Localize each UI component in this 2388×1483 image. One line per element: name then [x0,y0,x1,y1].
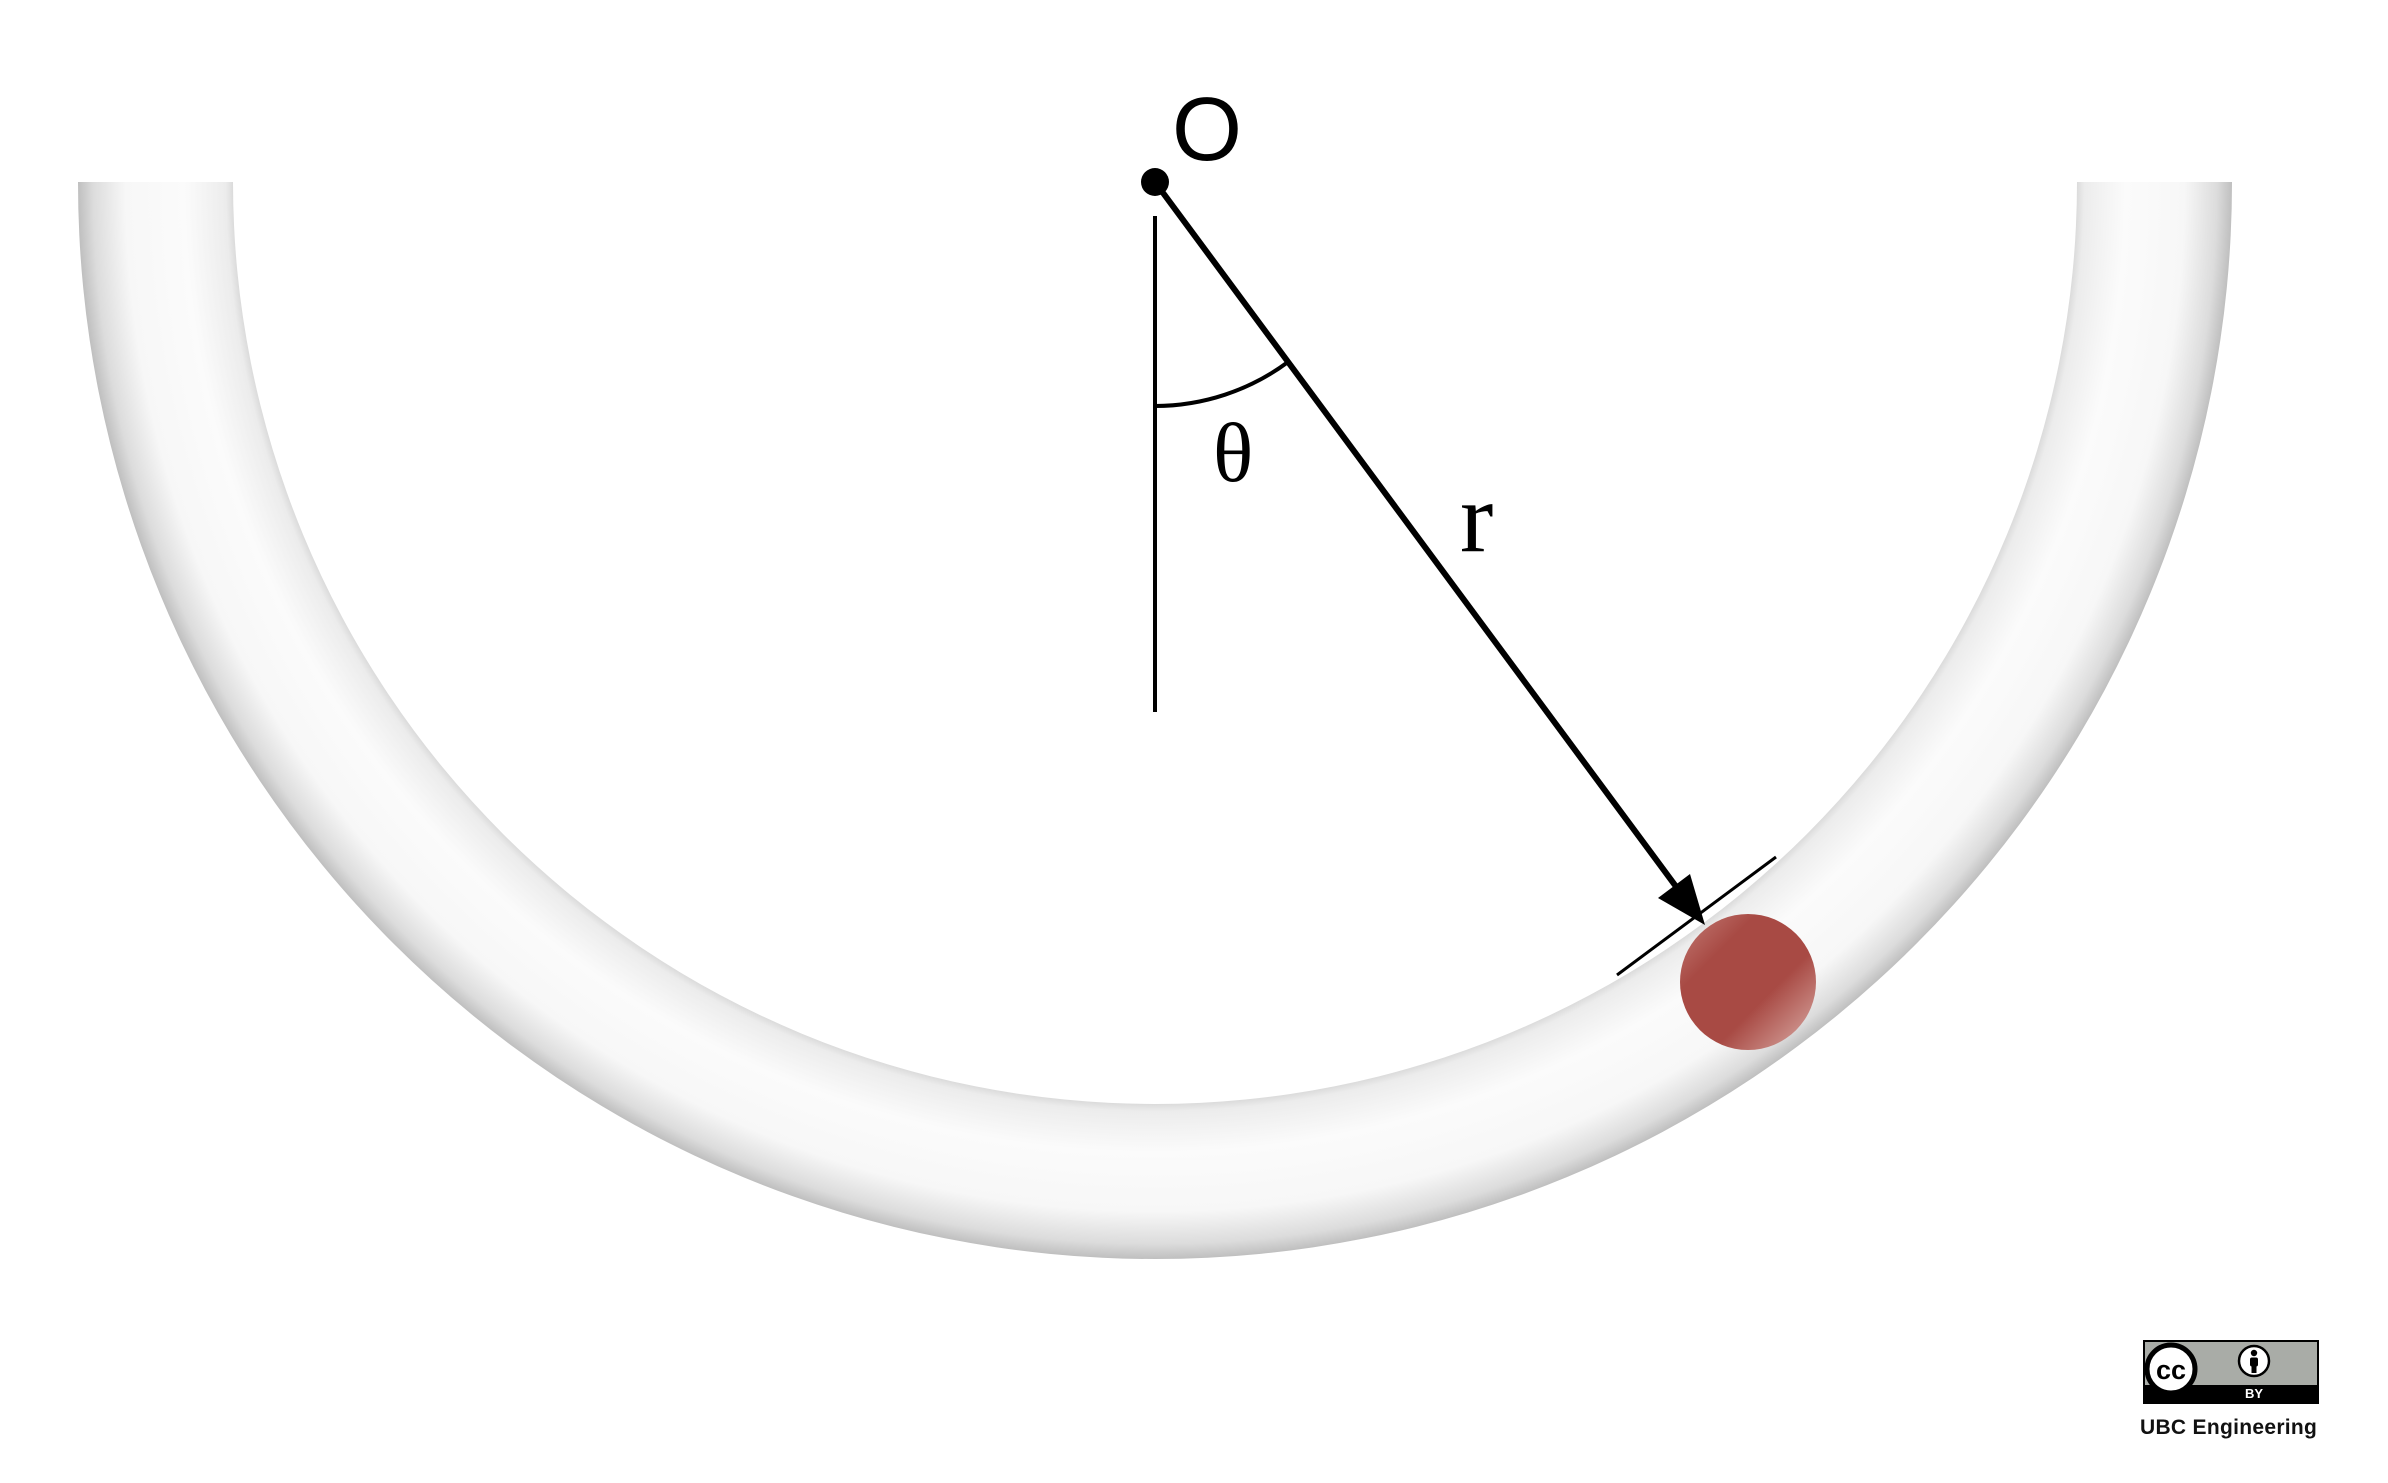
ball [1680,914,1816,1050]
tangent-line [1616,855,1777,977]
pivot-point [1141,168,1169,196]
cc-badge-text: cc [2156,1355,2186,1385]
creative-commons-by-icon: cc BY [2143,1340,2319,1404]
person-icon [2237,1344,2271,1378]
radius-vector-line [1152,180,1686,898]
license-caption: UBC Engineering [2140,1416,2318,1439]
by-badge-text: BY [2245,1386,2263,1401]
license-block: cc BY UBC Engineering [2140,1340,2340,1460]
origin-label: O [1172,80,1242,180]
radius-arrowhead [1658,874,1705,925]
radius-label: r [1460,462,1493,573]
angle-label: θ [1213,407,1253,500]
angle-arc [1154,360,1290,408]
